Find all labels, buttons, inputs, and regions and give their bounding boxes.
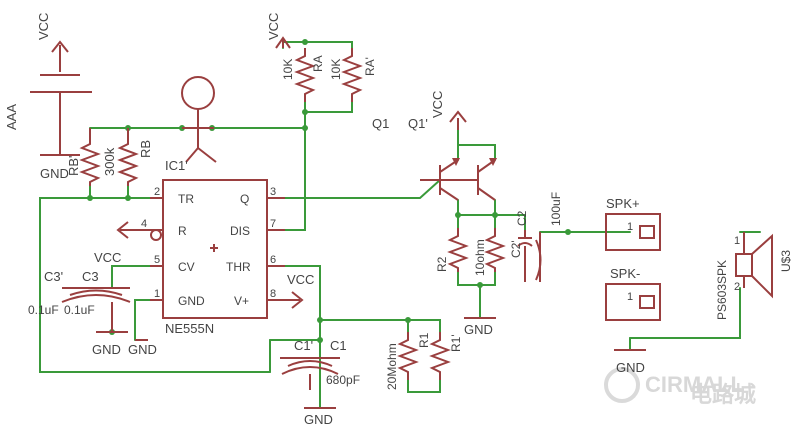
wires: [39, 41, 761, 409]
watermark: CIRMALL 电路城: [604, 367, 756, 407]
vcc-left-label: VCC: [36, 13, 51, 40]
pin-tr-label: TR: [178, 192, 194, 206]
pin-dis-label: DIS: [230, 224, 250, 238]
gnd-q-label: GND: [464, 322, 493, 337]
pin-num-5: 5: [154, 254, 160, 266]
ra-label: RA: [311, 55, 325, 72]
battery: VCC AAA GND: [4, 13, 92, 181]
pin-r-label: R: [178, 224, 187, 238]
pin-vplus-label: V+: [234, 294, 249, 308]
battery-label: AAA: [4, 104, 19, 130]
pin-num-8: 8: [270, 288, 276, 300]
watermark-brand: CIRMALL: [645, 372, 744, 397]
c1-prime-label: C1': [294, 338, 313, 353]
ra-value-label: 10K: [281, 59, 295, 80]
r1-value-label: 20Mohm: [385, 343, 399, 390]
vcc-vplus-label: VCC: [287, 272, 314, 287]
capacitor-c3: C3' C3 0.1uF 0.1uF GND GND: [28, 269, 157, 357]
gnd-c3-label: GND: [92, 342, 121, 357]
pin-cv-label: CV: [178, 260, 195, 274]
c2-value-label: 100uF: [549, 192, 563, 226]
c3-value-label: 0.1uF: [28, 303, 59, 317]
c2-label: C2: [515, 210, 529, 226]
resistor-r1-pair: 20Mohm R1 R1': [385, 332, 463, 390]
pin-num-4: 4: [141, 218, 147, 230]
ra-prime-label: RA': [363, 57, 377, 76]
spk-plus-label: SPK+: [606, 196, 640, 211]
pin-num-3: 3: [270, 186, 276, 198]
gnd-c3b-label: GND: [128, 342, 157, 357]
ic-ne555: IC1' NE555N TR R CV GND Q DIS THR V+ 2 4…: [94, 158, 314, 336]
ic-name-label: IC1': [165, 158, 188, 173]
spk-u-label: U$3: [779, 250, 793, 272]
resistor-r2-pair: R2 10ohm GND: [435, 228, 506, 337]
rb-prime-label: RB': [66, 155, 81, 176]
speaker-connectors: SPK+ 1 SPK- 1 GND: [605, 196, 661, 375]
q1-label: Q1: [372, 116, 389, 131]
c1-label: C1: [330, 338, 347, 353]
gnd-c1-label: GND: [304, 412, 333, 427]
rb-label: RB: [138, 140, 153, 158]
rb-value-label: 300k: [102, 147, 117, 176]
spk-pin1-label: 1: [734, 235, 740, 247]
pin-num-2: 2: [154, 186, 160, 198]
r1-prime-label: R1': [449, 334, 463, 352]
gnd-batt-label: GND: [40, 166, 69, 181]
capacitor-c1: C1' C1 680pF GND: [280, 338, 360, 427]
c3-value2-label: 0.1uF: [64, 303, 95, 317]
r1-label: R1: [417, 332, 431, 348]
pin-q-label: Q: [240, 192, 249, 206]
spk-plus-pin: 1: [627, 221, 633, 233]
c3-prime-label: C3': [44, 269, 63, 284]
pin-thr-label: THR: [226, 260, 251, 274]
test-probe-icon: [181, 76, 217, 163]
c1-value-label: 680pF: [326, 373, 360, 387]
spk-minus-pin: 1: [627, 291, 633, 303]
speaker-icon: PS603SPK U$3 1 2: [715, 232, 793, 320]
pin-num-1: 1: [154, 288, 160, 300]
pin-gnd-label: GND: [178, 294, 205, 308]
vcc-cv-label: VCC: [94, 250, 121, 265]
transistor-q1-pair: VCC Q1 Q1': [372, 91, 497, 201]
q1-prime-label: Q1': [408, 116, 428, 131]
r2-value-label: 10ohm: [473, 239, 487, 276]
r2-label: R2: [435, 256, 449, 272]
pin-num-7: 7: [270, 218, 276, 230]
ic-part-label: NE555N: [165, 321, 214, 336]
watermark-cn: 电路城: [690, 382, 756, 407]
pin-num-6: 6: [270, 254, 276, 266]
resistor-ra-pair: VCC 10K RA 10K RA': [266, 13, 377, 102]
spk-name-label: PS603SPK: [715, 260, 729, 320]
spk-pin2-label: 2: [734, 281, 740, 293]
resistor-rb-pair: RB' 300k RB: [66, 128, 153, 186]
capacitor-c2: C2' C2 100uF: [509, 192, 563, 282]
c2-prime-label: C2': [509, 240, 523, 258]
ra-value2-label: 10K: [329, 59, 343, 80]
c3-label: C3: [82, 269, 99, 284]
gnd-spk-label: GND: [616, 360, 645, 375]
vcc-q-label: VCC: [430, 91, 445, 118]
vcc-ra-label: VCC: [266, 13, 281, 40]
spk-minus-label: SPK-: [610, 266, 640, 281]
